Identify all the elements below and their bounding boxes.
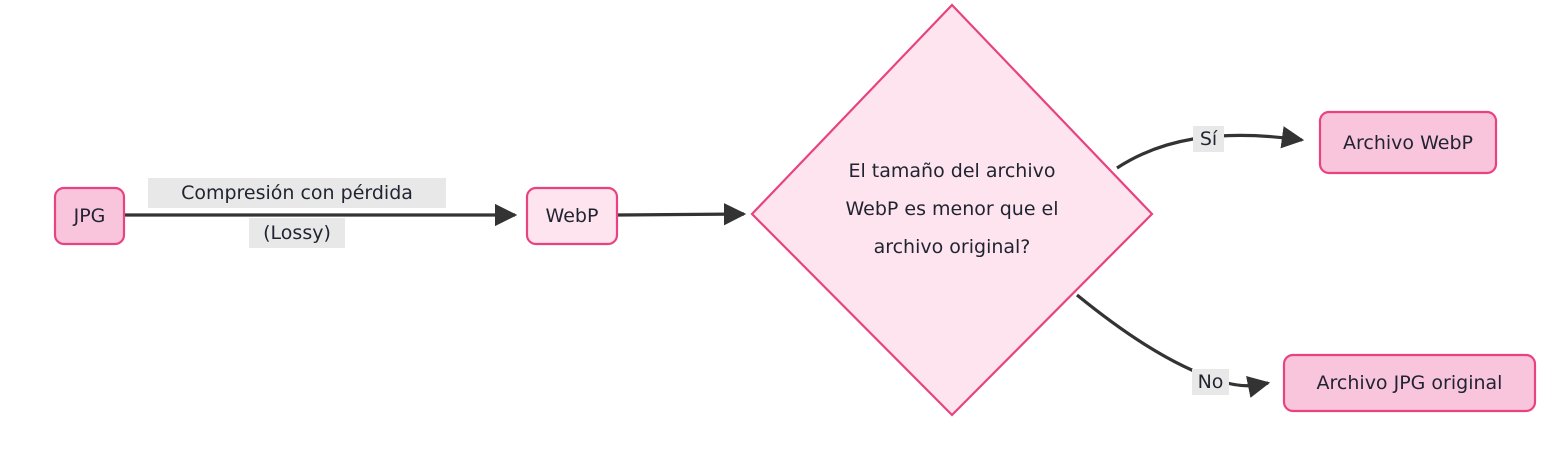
edge-label-lossy: (Lossy) xyxy=(249,218,345,248)
node-webp[interactable] xyxy=(525,186,619,246)
edge-label-compression: Compresión con pérdida xyxy=(148,178,446,208)
decision-line-2: WebP es menor que el xyxy=(845,198,1059,220)
node-result-webp[interactable] xyxy=(1318,110,1498,175)
edge-label-compression-line-1: Compresión con pérdida xyxy=(181,182,413,204)
node-decision[interactable] xyxy=(750,3,1154,417)
node-decision-label: El tamaño del archivo WebP es menor que … xyxy=(752,152,1152,266)
edge-webp-to-decision xyxy=(616,202,747,226)
edge-label-no: No xyxy=(1192,369,1229,395)
node-jpg[interactable] xyxy=(53,186,126,246)
edge-decision-no xyxy=(1075,293,1271,398)
decision-line-1: El tamaño del archivo xyxy=(848,160,1056,182)
node-result-jpg[interactable] xyxy=(1282,353,1537,413)
edge-label-yes: Sí xyxy=(1193,126,1224,152)
edge-label-compression-line-2: (Lossy) xyxy=(263,222,331,244)
decision-line-3: archivo original? xyxy=(873,236,1031,258)
